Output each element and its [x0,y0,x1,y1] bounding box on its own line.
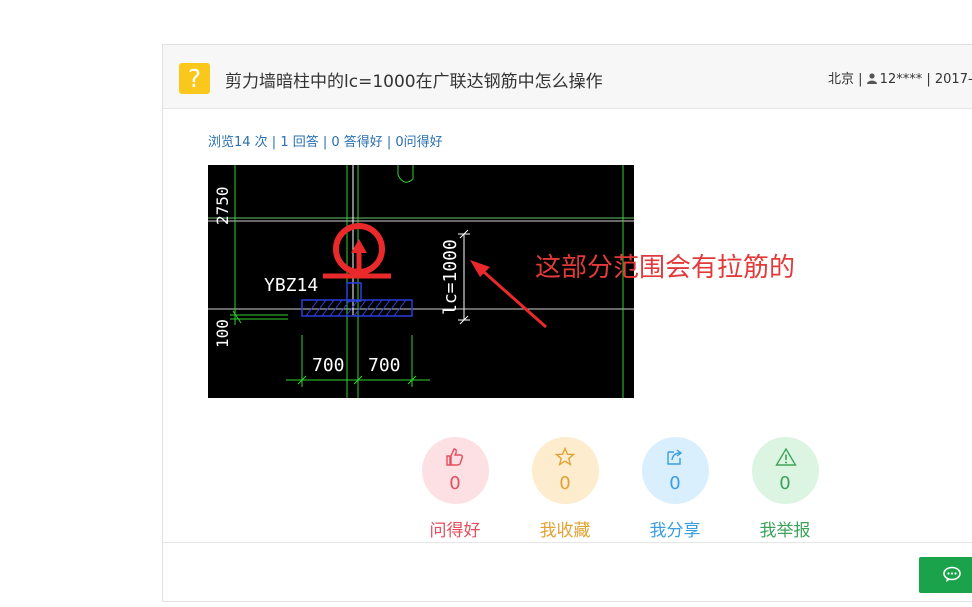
meta-separator: | [926,72,935,87]
meta-separator: | [858,72,867,87]
favorite-count: 0 [559,473,571,494]
cad-dim-top: 2750 [213,186,232,225]
action-bar: 0 问得好 0 我收藏 0 我分享 [163,437,972,547]
share-label: 我分享 [649,521,701,541]
good-question-circle[interactable]: 0 [421,437,489,504]
question-meta: 北京 | 12**** | 2017- [828,68,972,88]
share-count: 0 [669,473,681,494]
question-card: ? 剪力墙暗柱中的lc=1000在广联达钢筋中怎么操作 北京 | 12**** … [162,44,972,602]
report-count: 0 [779,473,791,494]
cad-lc-label: lc=1000 [440,239,461,315]
report-circle[interactable]: 0 [751,437,819,504]
username[interactable]: 12**** [879,72,923,87]
share-circle[interactable]: 0 [641,437,709,504]
share-button[interactable]: 0 我分享 [635,437,715,541]
report-button[interactable]: 0 我举报 [745,437,825,541]
share-icon [666,449,682,465]
question-stats: 浏览14 次 | 1 回答 | 0 答得好 | 0问得好 [208,135,443,150]
question-mark-icon: ? [179,63,210,94]
favorite-label: 我收藏 [539,521,591,541]
cad-drawing-image: 2750 100 YBZ14 [208,165,634,398]
star-icon [554,447,575,467]
user-icon [866,73,877,88]
chat-bubble-icon [943,566,961,582]
good-question-count: 0 [449,473,461,494]
question-date: 2017- [934,72,972,87]
question-header: ? 剪力墙暗柱中的lc=1000在广联达钢筋中怎么操作 北京 | 12**** … [163,45,972,109]
cad-dim-left: 100 [213,319,232,348]
favorite-circle[interactable]: 0 [531,437,599,504]
good-question-button[interactable]: 0 问得好 [415,437,495,541]
cad-column-label: YBZ14 [264,275,318,296]
location: 北京 [828,72,855,87]
cad-dim-700-b: 700 [368,355,401,376]
good-question-label: 问得好 [429,521,481,541]
report-label: 我举报 [759,521,811,541]
image-annotation: 这部分范围会有拉筋的 [535,253,796,283]
cad-drawing-svg: 2750 100 YBZ14 [208,165,634,398]
cad-dim-700-a: 700 [312,355,345,376]
warning-icon [774,447,797,466]
divider [163,542,972,543]
favorite-button[interactable]: 0 我收藏 [525,437,605,541]
comment-button[interactable] [919,557,972,593]
thumbs-up-icon [445,448,463,466]
question-title: 剪力墙暗柱中的lc=1000在广联达钢筋中怎么操作 [225,72,603,92]
